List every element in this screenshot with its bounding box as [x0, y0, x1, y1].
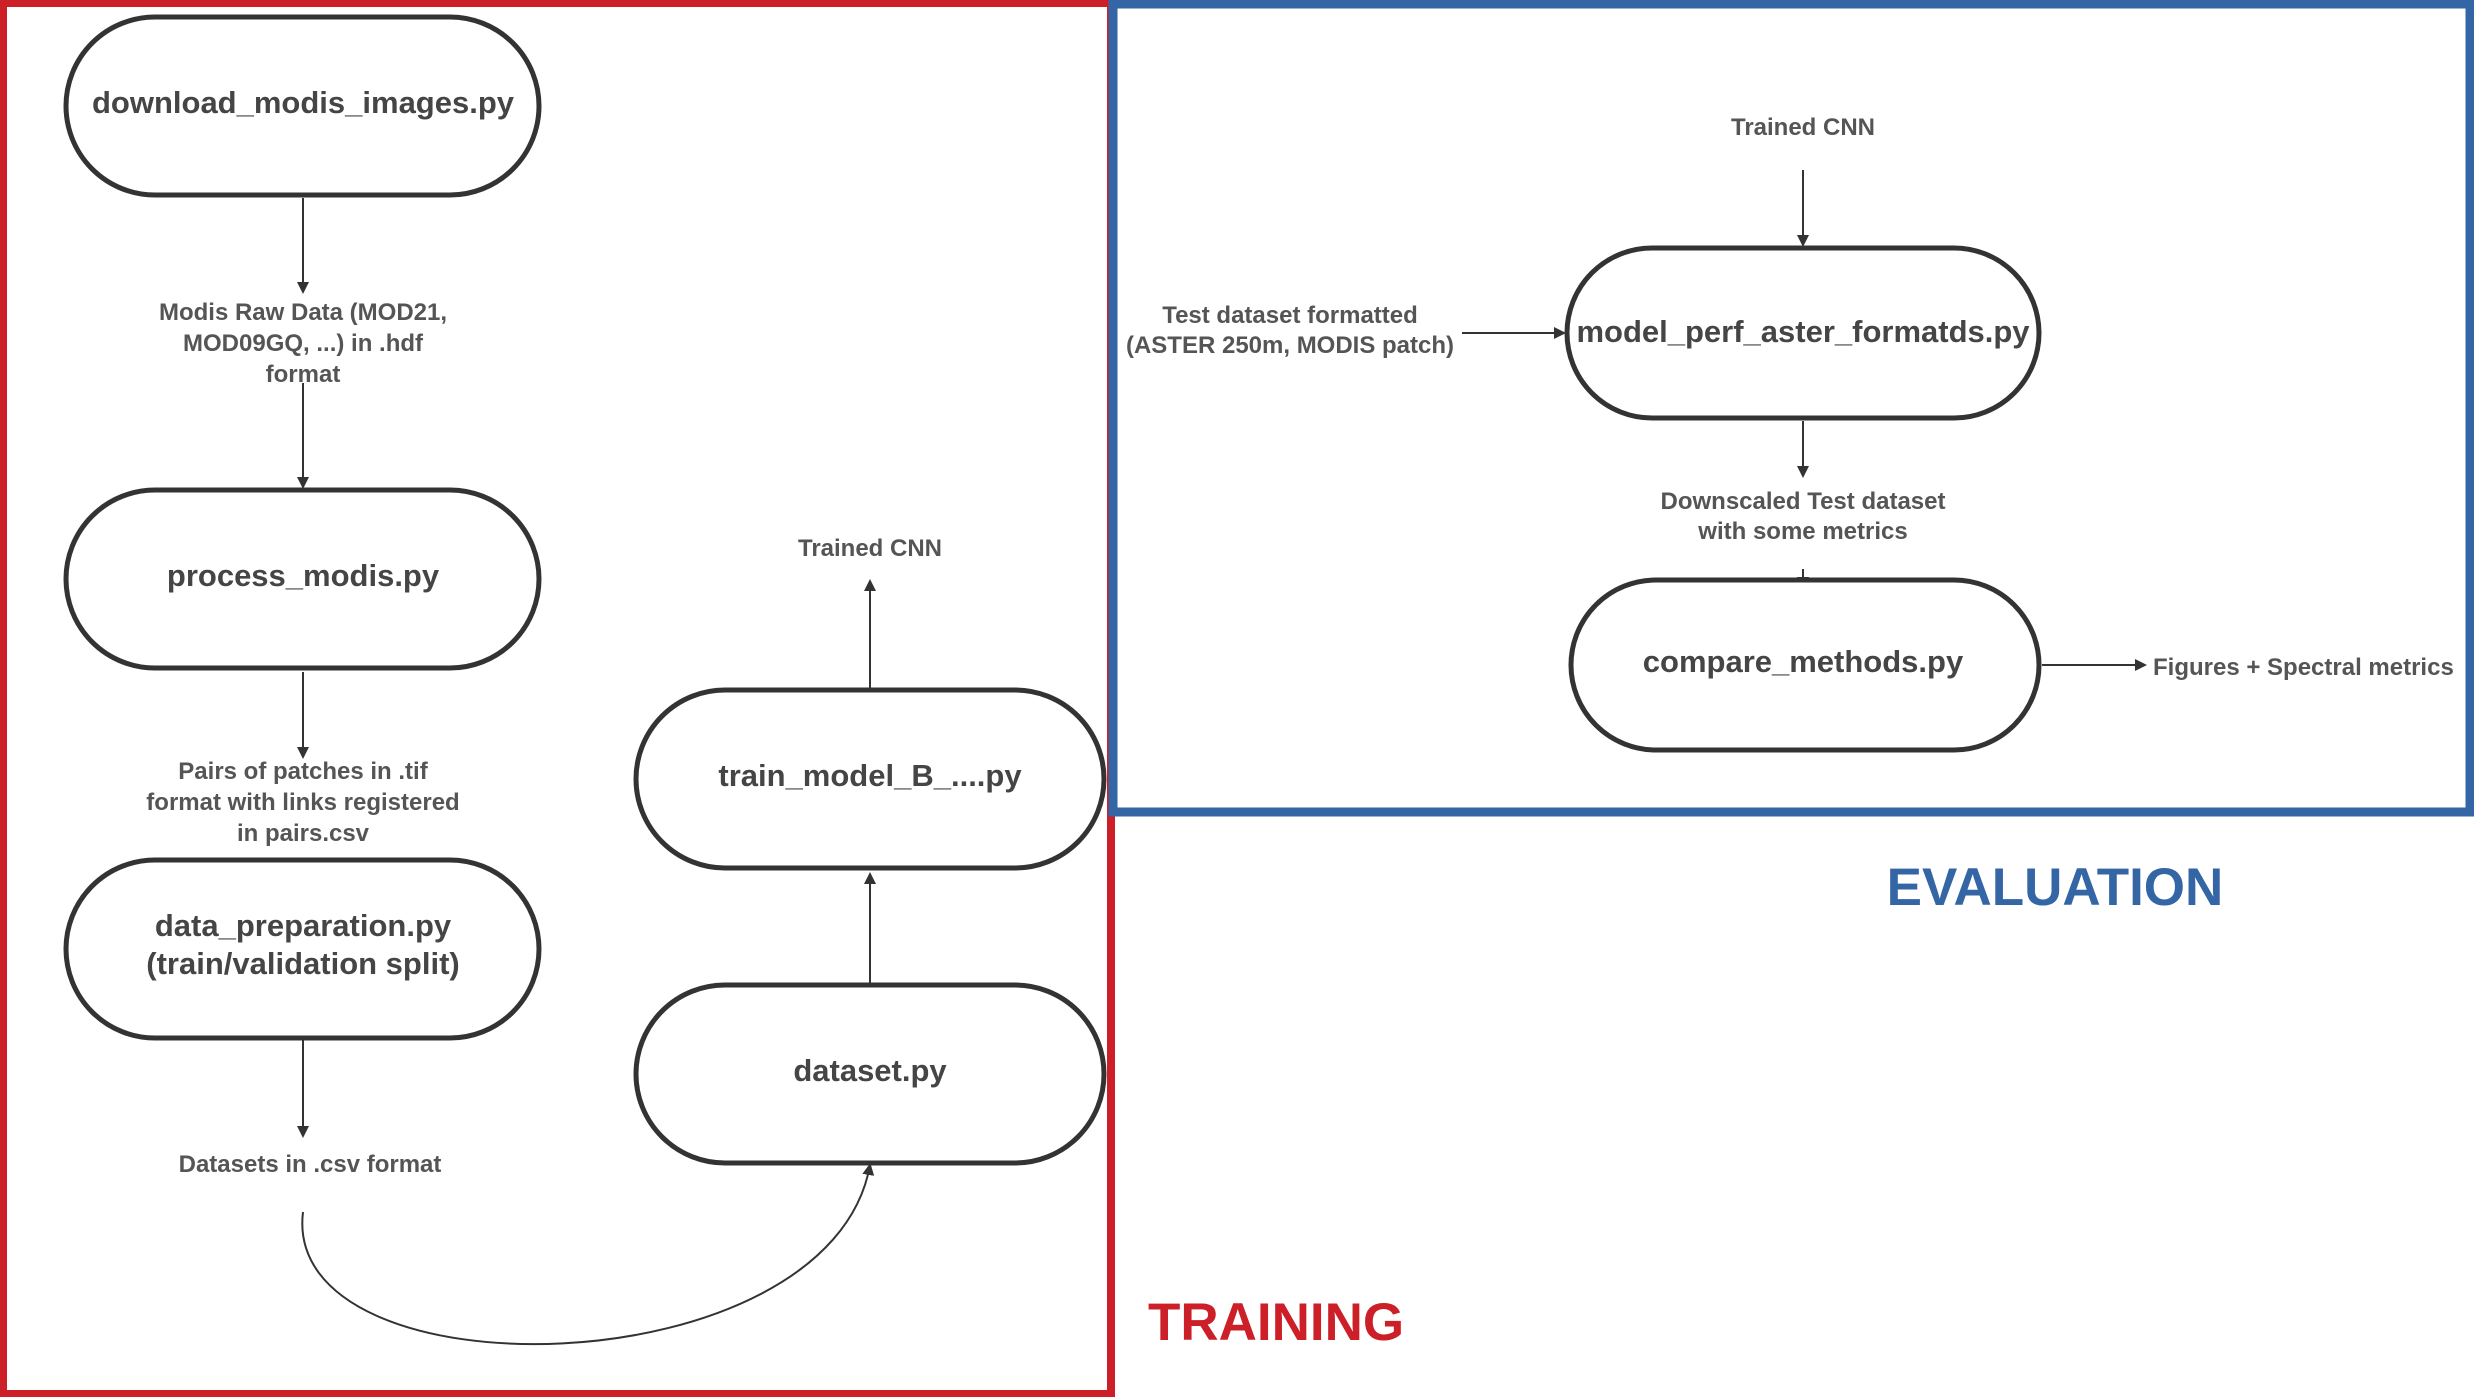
- node-dataset: dataset.py: [633, 982, 1107, 1166]
- label-pairs-of-patches: Pairs of patches in .tif format with lin…: [146, 758, 459, 847]
- node-download-modis-images: download_modis_images.py: [63, 14, 542, 198]
- svg-text:Pairs of patches in .tif: Pairs of patches in .tif: [178, 758, 428, 785]
- edge-datasets-to-dataset: [301, 1163, 875, 1346]
- label-datasets-csv: Datasets in .csv format: [179, 1151, 442, 1178]
- node-data-preparation: data_preparation.py (train/validation sp…: [63, 857, 542, 1041]
- svg-text:in pairs.csv: in pairs.csv: [237, 820, 370, 847]
- svg-text:Downscaled Test dataset: Downscaled Test dataset: [1661, 488, 1946, 515]
- svg-text:data_preparation.py: data_preparation.py: [155, 908, 452, 943]
- evaluation-section-frame: [1108, 0, 2474, 817]
- svg-text:Figures + Spectral metrics: Figures + Spectral metrics: [2153, 654, 2454, 681]
- svg-text:MOD09GQ, ...) in .hdf: MOD09GQ, ...) in .hdf: [183, 330, 424, 357]
- label-test-dataset: Test dataset formatted (ASTER 250m, MODI…: [1126, 302, 1454, 359]
- svg-text:download_modis_images.py: download_modis_images.py: [92, 85, 515, 120]
- svg-text:(ASTER 250m, MODIS patch): (ASTER 250m, MODIS patch): [1126, 332, 1454, 359]
- node-model-perf-aster: model_perf_aster_formatds.py: [1564, 245, 2042, 421]
- svg-text:format with links registered: format with links registered: [146, 789, 459, 816]
- label-figures-spectral-metrics: Figures + Spectral metrics: [2153, 654, 2454, 681]
- svg-text:Datasets in .csv format: Datasets in .csv format: [179, 1151, 442, 1178]
- node-compare-methods: compare_methods.py: [1568, 577, 2042, 753]
- svg-text:compare_methods.py: compare_methods.py: [1643, 644, 1964, 679]
- svg-text:process_modis.py: process_modis.py: [167, 558, 440, 593]
- training-section-title: TRAINING: [1148, 1293, 1404, 1352]
- svg-text:with some metrics: with some metrics: [1697, 518, 1907, 545]
- svg-text:dataset.py: dataset.py: [793, 1053, 947, 1088]
- label-downscaled-test-dataset: Downscaled Test dataset with some metric…: [1661, 488, 1946, 545]
- svg-text:(train/validation split): (train/validation split): [146, 946, 459, 981]
- svg-text:Test dataset formatted: Test dataset formatted: [1162, 302, 1418, 329]
- svg-text:Trained CNN: Trained CNN: [798, 535, 942, 562]
- node-train-model: train_model_B_....py: [633, 687, 1107, 871]
- node-process-modis: process_modis.py: [63, 487, 542, 671]
- label-trained-cnn-output: Trained CNN: [798, 535, 942, 562]
- svg-text:train_model_B_....py: train_model_B_....py: [718, 758, 1022, 793]
- svg-text:Trained CNN: Trained CNN: [1731, 114, 1875, 141]
- label-trained-cnn-input: Trained CNN: [1731, 114, 1875, 141]
- label-modis-raw-data: Modis Raw Data (MOD21, MOD09GQ, ...) in …: [159, 299, 447, 388]
- evaluation-section-title: EVALUATION: [1887, 858, 2224, 917]
- svg-text:Modis Raw Data (MOD21,: Modis Raw Data (MOD21,: [159, 299, 447, 326]
- svg-text:model_perf_aster_formatds.py: model_perf_aster_formatds.py: [1576, 314, 2030, 349]
- svg-text:format: format: [266, 361, 341, 388]
